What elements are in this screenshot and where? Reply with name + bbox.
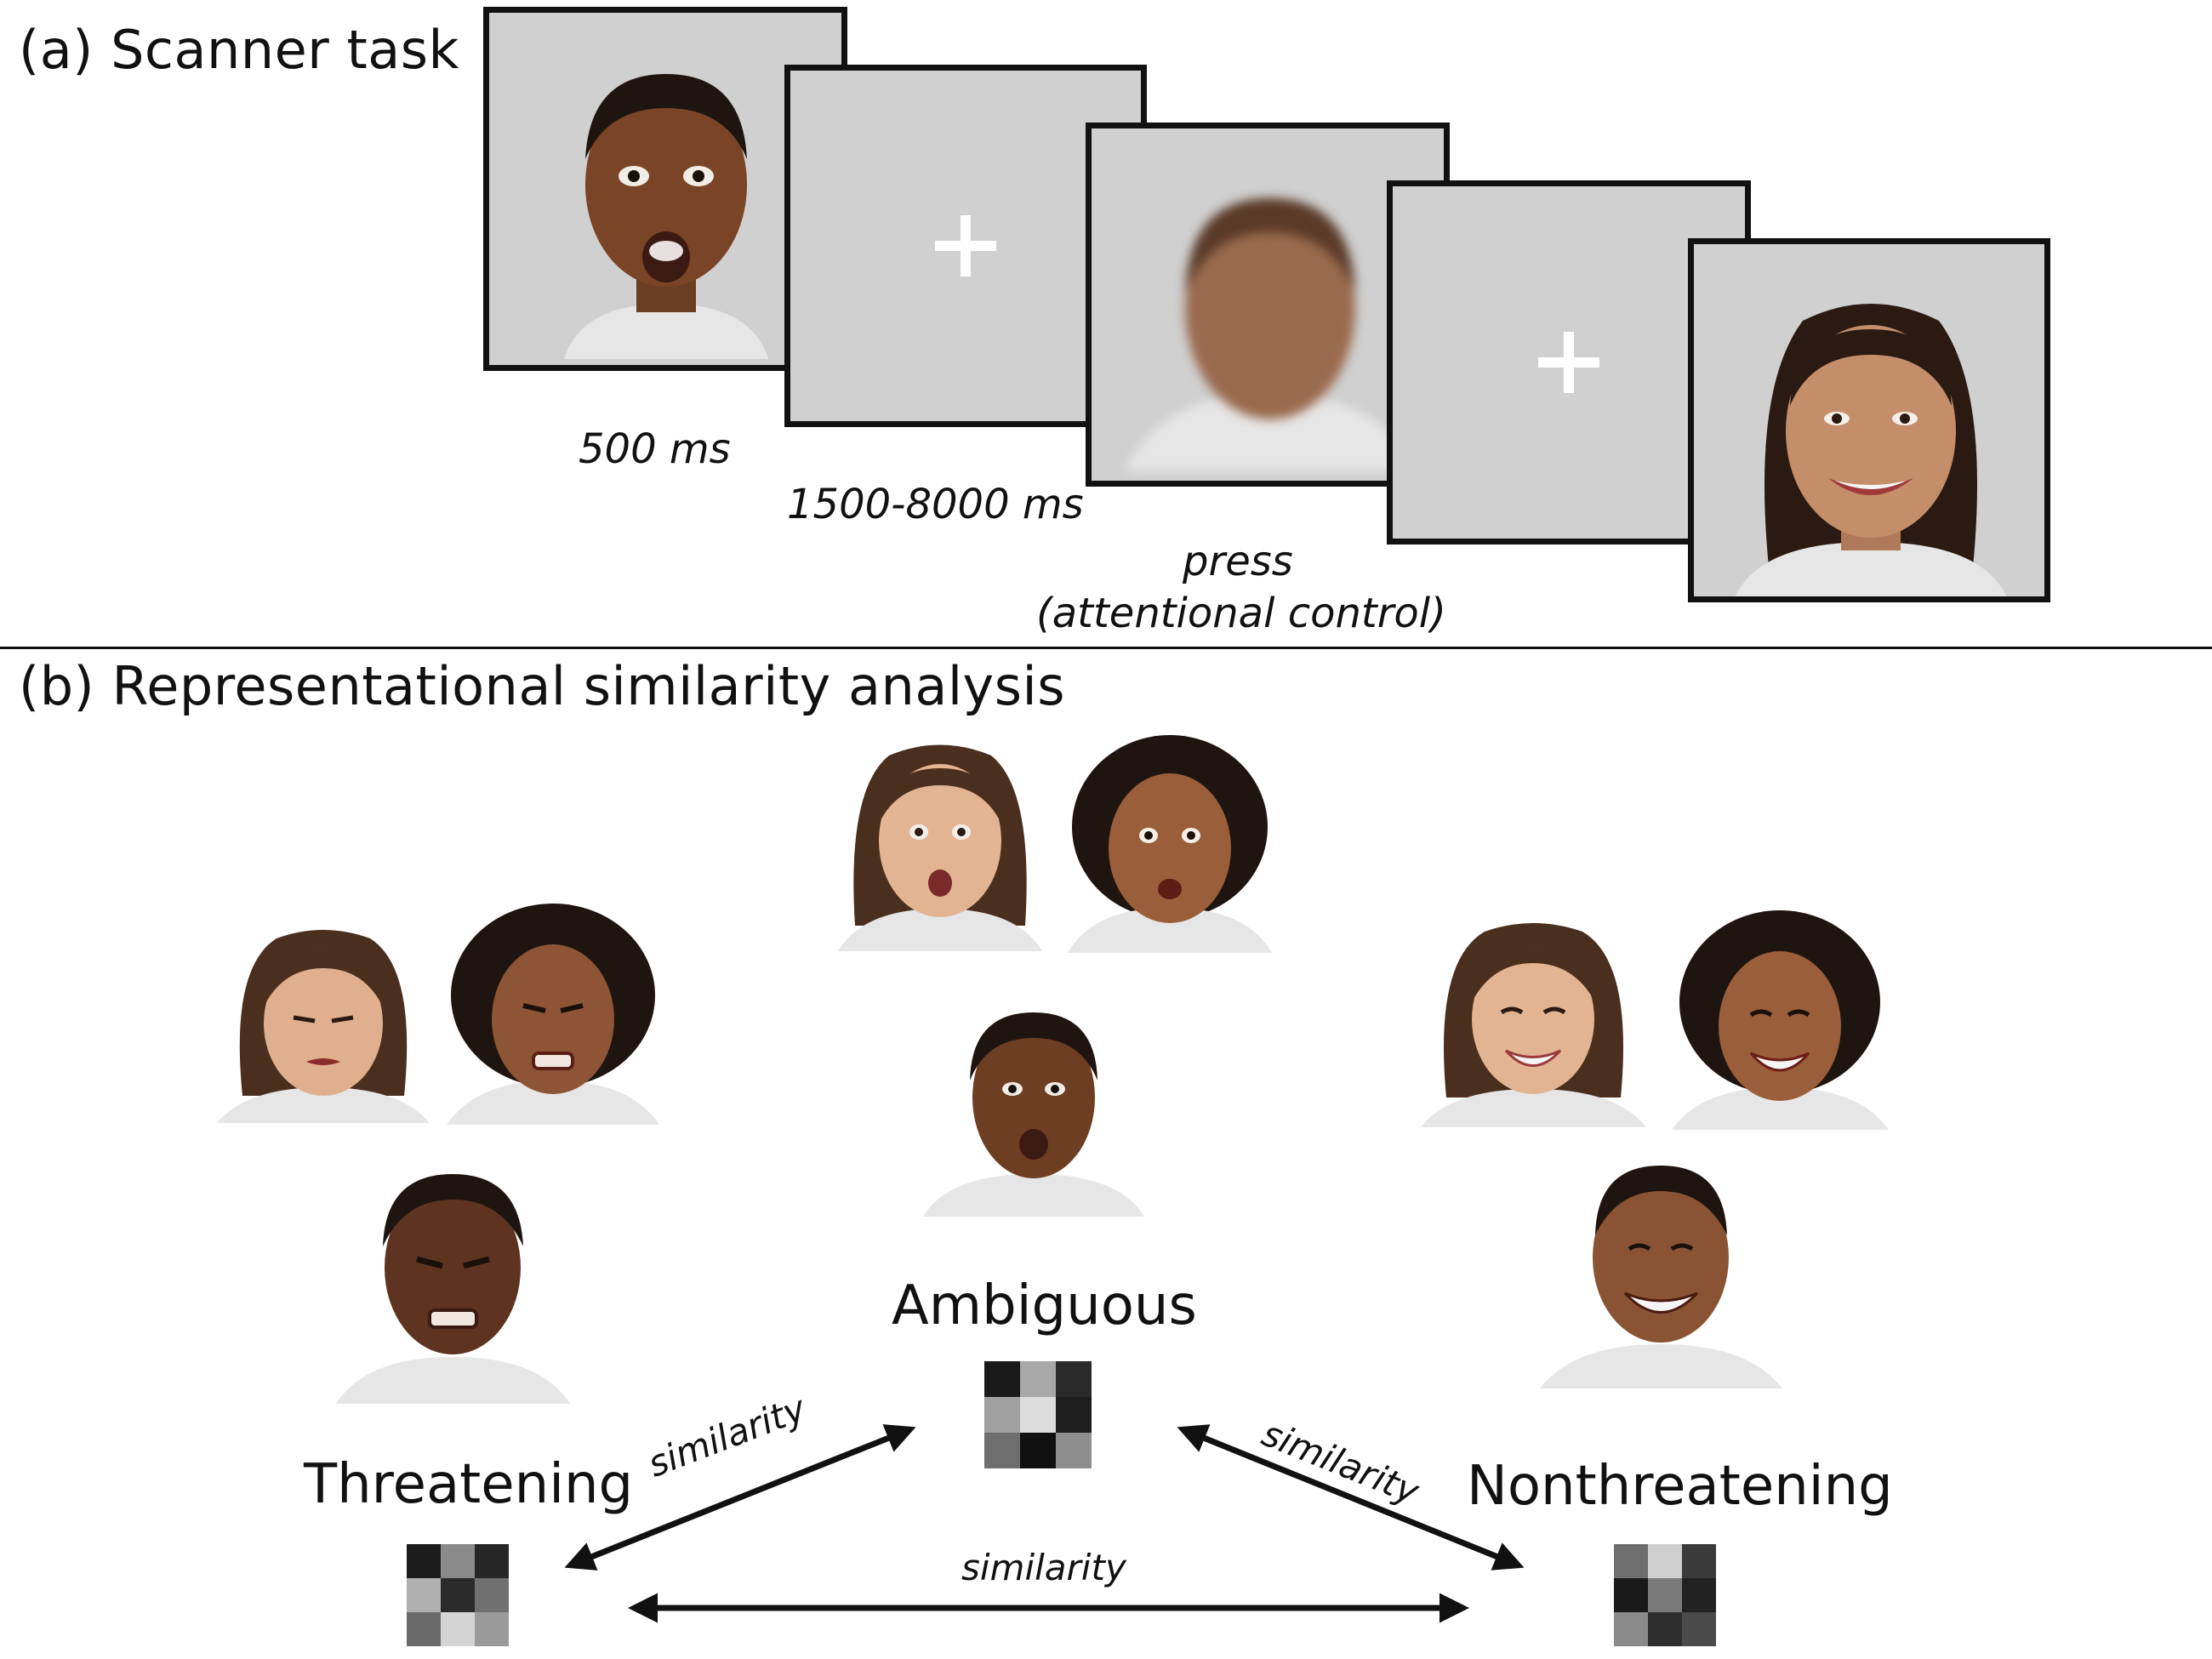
panel-divider	[0, 647, 2212, 649]
rdm-cell	[1648, 1578, 1682, 1612]
rdm-cell	[1056, 1433, 1092, 1468]
rdm-cell	[1682, 1612, 1716, 1646]
face-image-threatening-female-1	[217, 926, 430, 1123]
rdm-matrix-ambiguous	[984, 1361, 1092, 1468]
face-image-blurred	[1126, 190, 1415, 470]
rdm-cell	[1056, 1361, 1092, 1397]
rdm-cell	[1648, 1544, 1682, 1578]
rdm-cell	[1648, 1612, 1682, 1646]
rdm-cell	[475, 1578, 509, 1612]
rdm-matrix-threatening	[407, 1544, 509, 1646]
rdm-cell	[1020, 1433, 1056, 1468]
rdm-cell	[407, 1612, 441, 1646]
face-image-ambiguous-female-1	[838, 738, 1042, 951]
face-image-ambiguous-male	[919, 1004, 1149, 1217]
rdm-cell	[407, 1544, 441, 1578]
arrow-ambiguous-nonthreatening	[1177, 1424, 1525, 1571]
face-image-nonthreatening-male	[1536, 1157, 1787, 1388]
face-image-threatening-male	[328, 1166, 579, 1404]
face-image-nonthreatening-female-1	[1421, 919, 1646, 1127]
face-image-smiling-female	[1726, 287, 2015, 596]
rdm-cell	[1614, 1578, 1648, 1612]
rdm-cell	[984, 1361, 1020, 1397]
rdm-cell	[441, 1612, 475, 1646]
timing-label-fixation: 1500-8000 ms	[787, 481, 1084, 528]
face-image-threatening-female-2	[438, 902, 668, 1125]
panel-b-title: (b) Representational similarity analysis	[19, 655, 1066, 717]
face-image-nonthreatening-female-2	[1668, 909, 1893, 1130]
rdm-cell	[441, 1544, 475, 1578]
rdm-cell	[1614, 1544, 1648, 1578]
rdm-cell	[1682, 1544, 1716, 1578]
rdm-cell	[1614, 1612, 1648, 1646]
timing-label-face: 500 ms	[579, 425, 731, 473]
rdm-cell	[407, 1578, 441, 1612]
timing-label-press: press	[1183, 538, 1293, 585]
panel-a-title: (a) Scanner task	[19, 19, 459, 81]
similarity-label-bottom: similarity	[961, 1547, 1126, 1588]
rdm-cell	[1020, 1361, 1056, 1397]
rdm-cell	[1056, 1397, 1092, 1433]
rdm-cell	[1682, 1578, 1716, 1612]
timing-label-attentional-control: (attentional control)	[1036, 590, 1446, 637]
rdm-cell	[984, 1433, 1020, 1468]
rdm-cell	[475, 1544, 509, 1578]
arrow-threatening-ambiguous	[564, 1424, 916, 1571]
fixation-cross-icon	[935, 215, 996, 276]
rdm-cell	[1020, 1397, 1056, 1433]
rdm-cell	[441, 1578, 475, 1612]
rdm-cell	[475, 1612, 509, 1646]
face-image-ambiguous-female-2	[1059, 733, 1280, 953]
fixation-cross-icon	[1538, 332, 1599, 393]
stimulus-frame-face-2	[1688, 238, 2050, 602]
rdm-cell	[984, 1397, 1020, 1433]
rdm-matrix-nonthreatening	[1614, 1544, 1716, 1646]
face-image-surprised-male	[556, 57, 777, 359]
category-label-ambiguous: Ambiguous	[892, 1274, 1197, 1337]
category-label-nonthreatening: Nonthreatening	[1467, 1455, 1893, 1518]
